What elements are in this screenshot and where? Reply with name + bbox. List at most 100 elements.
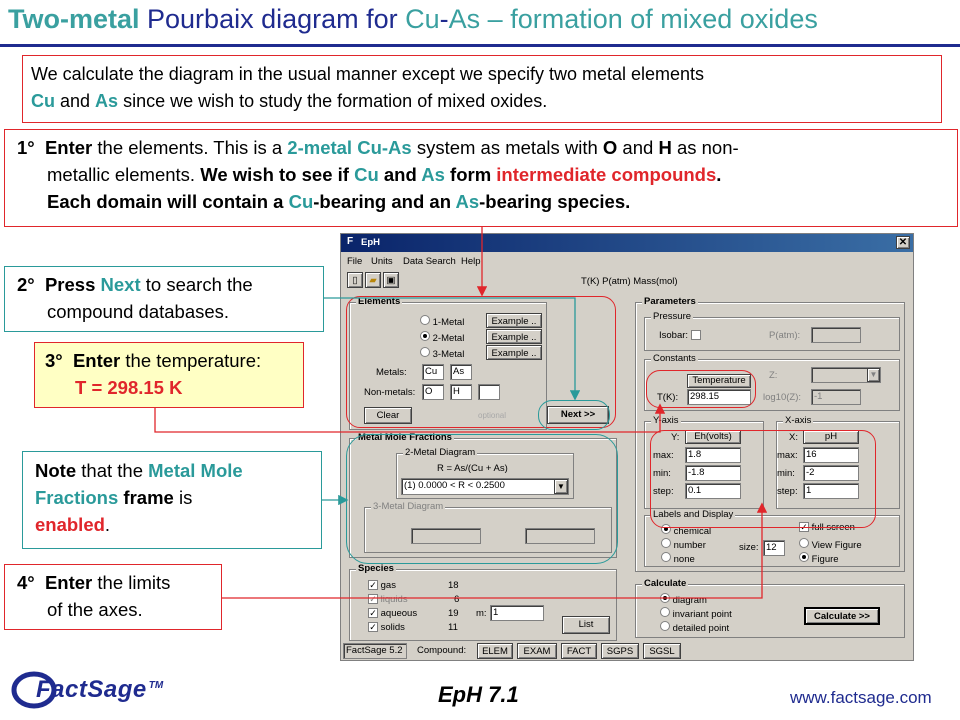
step-text: As	[455, 191, 480, 212]
logz-input: -1	[811, 389, 861, 405]
window-titlebar: F EpH ✕	[341, 234, 913, 252]
step-text: Next	[100, 274, 141, 295]
species-liquids-checkbox[interactable]: ✓	[368, 594, 378, 604]
step-text: Enter	[44, 137, 93, 158]
radio-number[interactable]	[661, 538, 671, 548]
z-label: Z:	[769, 370, 778, 381]
patm-label: P(atm):	[769, 330, 801, 341]
size-label: size:	[739, 542, 759, 553]
tab-sgps[interactable]: SGPS	[601, 643, 639, 659]
step-text: the limits	[92, 572, 171, 593]
species-count: 11	[448, 622, 458, 633]
nonmetal2-input[interactable]: H	[450, 384, 472, 400]
radio-label: 1-Metal	[432, 317, 465, 328]
ratio-select[interactable]: (1) 0.0000 < R < 0.2500▼	[401, 478, 569, 495]
nonmetal3-input[interactable]	[478, 384, 500, 400]
x-label: X:	[789, 432, 798, 443]
radio-label: chemical	[673, 526, 712, 537]
step-text: Enter	[72, 350, 121, 371]
step-text: of the axes.	[47, 599, 143, 620]
y-step-input[interactable]: 0.1	[685, 483, 741, 499]
clear-button[interactable]: Clear	[364, 407, 412, 424]
two-metal-diagram-frame: 2-Metal Diagram R = As/(Cu + As) (1) 0.0…	[396, 447, 574, 499]
metal1-input[interactable]: Cu	[422, 364, 444, 380]
species-gas-checkbox[interactable]: ✓	[368, 580, 378, 590]
open-folder-icon[interactable]: ▰	[365, 272, 381, 288]
x-min-input[interactable]: -2	[803, 465, 859, 481]
intro-text: since we wish to study the formation of …	[118, 91, 548, 111]
example-button[interactable]: Example ..	[486, 329, 542, 344]
x-step-input[interactable]: 1	[803, 483, 859, 499]
species-name: gas	[380, 580, 396, 591]
radio-figure[interactable]	[799, 552, 809, 562]
radio-chemical[interactable]	[661, 524, 671, 534]
radio-3-metal[interactable]	[420, 347, 430, 357]
tab-exam[interactable]: EXAM	[517, 643, 557, 659]
frame-label: Species	[356, 563, 396, 574]
step-number: 3°	[45, 350, 63, 371]
y-max-input[interactable]: 1.8	[685, 447, 741, 463]
note-text: that the	[76, 460, 149, 481]
tab-fact[interactable]: FACT	[561, 643, 597, 659]
x-max-input[interactable]: 16	[803, 447, 859, 463]
menu-help[interactable]: Help	[461, 256, 481, 267]
footer-url[interactable]: www.factsage.com	[790, 688, 932, 707]
metal2-input[interactable]: As	[450, 364, 472, 380]
m-input[interactable]: 1	[490, 605, 544, 621]
radio-view-figure[interactable]	[799, 538, 809, 548]
note-text: is	[173, 487, 193, 508]
radio-2-metal[interactable]	[420, 331, 430, 341]
frame-label: Metal Mole Fractions	[356, 432, 454, 443]
chevron-down-icon[interactable]: ▼	[554, 479, 568, 494]
temperature-input[interactable]: 298.15	[687, 389, 751, 405]
note-text: Note	[35, 460, 77, 481]
radio-none[interactable]	[661, 552, 671, 562]
menu-data-search[interactable]: Data Search	[403, 256, 456, 267]
new-file-icon[interactable]: ▯	[347, 272, 363, 288]
menu-file[interactable]: File	[347, 256, 363, 267]
tab-sgsl[interactable]: SGSL	[643, 643, 681, 659]
step-text: H	[658, 137, 672, 158]
step-text: 2-metal Cu-As	[287, 137, 412, 158]
optional-label: optional	[478, 411, 507, 420]
step-text: metallic elements.	[47, 164, 201, 185]
step-text: to search the	[140, 274, 253, 295]
radio-label: 2-Metal	[432, 333, 465, 344]
x-axis-frame: X-axis X: pH max: 16 min: -2 step: 1	[776, 415, 900, 509]
three-metal-field-1	[411, 528, 481, 544]
example-button[interactable]: Example ..	[486, 345, 542, 360]
radio-1-metal[interactable]	[420, 315, 430, 325]
radio-invariant-point[interactable]	[660, 607, 670, 617]
next-button[interactable]: Next >>	[547, 406, 609, 424]
factsage-logo-mark	[11, 671, 57, 709]
tab-elem[interactable]: ELEM	[477, 643, 513, 659]
close-icon[interactable]: ✕	[896, 236, 910, 249]
eph-window: F EpH ✕ File Units Data Search Help ▯ ▰ …	[340, 233, 914, 661]
parameters-frame: Parameters Pressure Isobar: P(atm): Cons…	[635, 296, 905, 572]
y-min-input[interactable]: -1.8	[685, 465, 741, 481]
title-part: -	[439, 4, 449, 34]
step-text: and	[378, 164, 422, 185]
step-text: Cu	[354, 164, 379, 185]
menu-units[interactable]: Units	[371, 256, 393, 267]
frame-label: Elements	[356, 296, 403, 307]
list-button[interactable]: List	[562, 616, 610, 634]
radio-detailed-point[interactable]	[660, 621, 670, 631]
isobar-label: Isobar:	[659, 330, 689, 341]
step-label: step:	[777, 486, 798, 497]
step2-box: 2° Press Next to search the compound dat…	[4, 266, 324, 332]
species-count: 6	[454, 594, 460, 605]
species-aqueous-checkbox[interactable]: ✓	[368, 608, 378, 618]
size-input[interactable]: 12	[763, 540, 785, 556]
save-icon[interactable]: ▣	[383, 272, 399, 288]
temperature-highlight	[646, 370, 756, 408]
species-solids-checkbox[interactable]: ✓	[368, 622, 378, 632]
temperature-button[interactable]: Temperature	[687, 374, 751, 388]
nonmetal1-input[interactable]: O	[422, 384, 444, 400]
three-metal-field-2	[525, 528, 595, 544]
window-title: EpH	[361, 237, 380, 248]
calculate-button[interactable]: Calculate >>	[804, 607, 880, 625]
max-label: max:	[777, 450, 798, 461]
isobar-checkbox[interactable]	[691, 330, 701, 340]
example-button[interactable]: Example ..	[486, 313, 542, 328]
